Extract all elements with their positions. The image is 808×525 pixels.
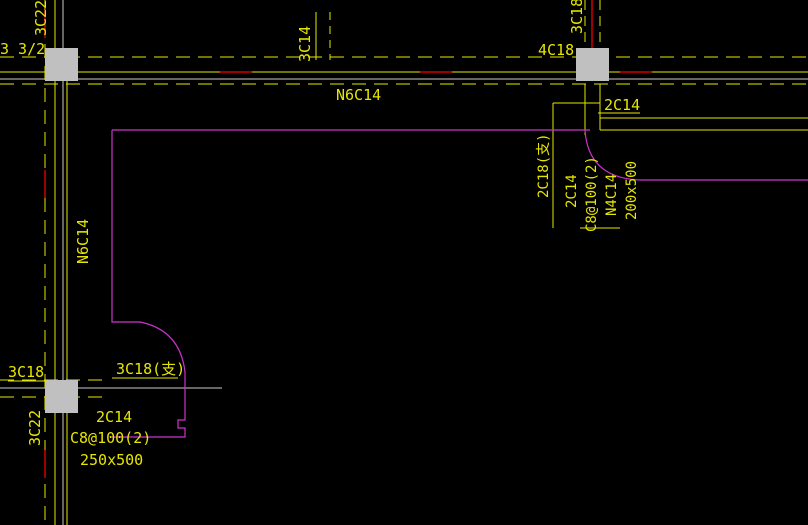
column-bottom-left [45, 380, 78, 413]
label-right-c8: C8@100(2) [584, 156, 600, 232]
label-right-2c14-v: 2C14 [564, 174, 580, 208]
label-top-4c18: 4C18 [538, 41, 574, 59]
label-tl-3-2: 3 3/2 [0, 40, 45, 58]
label-tl-3c22: 3C22 [32, 0, 50, 36]
right-beam [552, 0, 808, 229]
label-bl-3c18: 3C18 [8, 363, 44, 381]
slab-opening-outline [111, 129, 808, 438]
column-top-right [576, 48, 609, 81]
left-beam [44, 0, 68, 525]
label-bl-2c14: 2C14 [96, 408, 132, 426]
top-beam [0, 56, 808, 85]
label-bl-size: 250x500 [80, 451, 143, 469]
label-right-size: 200x500 [624, 161, 640, 220]
top-mid-marks [315, 12, 331, 60]
label-right-2c18-sub: 2C18(支) [536, 133, 552, 198]
column-top-left [45, 48, 78, 81]
label-bl-3c18-sub: 3C18(支) [116, 360, 185, 378]
label-beam-n6c14-top: N6C14 [336, 86, 381, 104]
label-bl-3c22: 3C22 [26, 410, 44, 446]
label-bl-c8: C8@100(2) [70, 429, 151, 447]
label-right-n4c14: N4C14 [604, 174, 620, 216]
label-left-n6c14: N6C14 [74, 219, 92, 264]
label-top-3c18: 3C18 [568, 0, 586, 34]
label-top-3c14: 3C14 [296, 26, 314, 62]
label-right-2c14: 2C14 [604, 96, 640, 114]
